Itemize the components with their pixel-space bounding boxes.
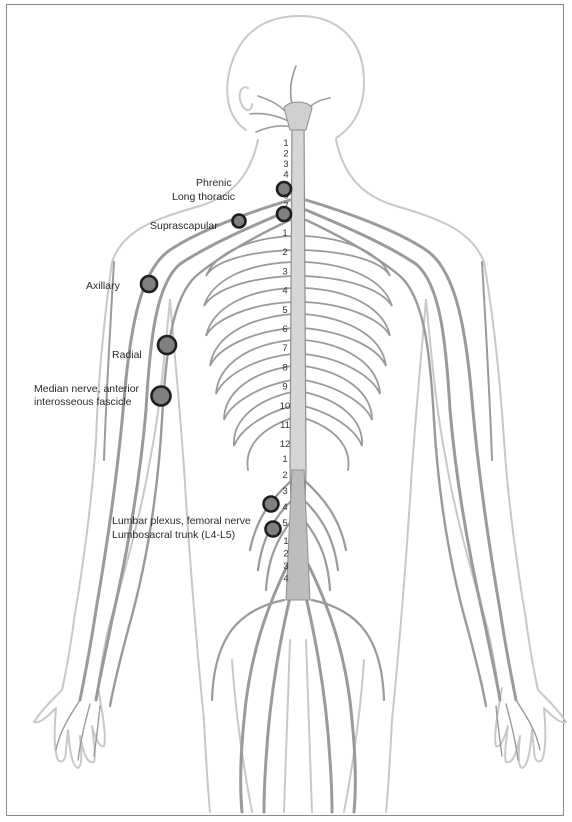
lumbar-plexus-marker xyxy=(264,497,279,512)
segment-sacral-1: 1 xyxy=(283,536,288,547)
segment-thoracic-11: 11 xyxy=(280,420,290,431)
axillary-marker xyxy=(141,276,157,292)
median-marker xyxy=(152,387,171,406)
right-hand-outline xyxy=(495,688,566,768)
segment-thoracic-9: 9 xyxy=(282,382,287,393)
right-arm-outer xyxy=(484,262,538,690)
segment-numbers: 12345678123456789101112123451234 xyxy=(280,138,291,585)
label-radial: Radial xyxy=(112,349,142,361)
label-lumbar-plexus: Lumbar plexus, femoral nerve xyxy=(112,515,251,527)
left-arm-outer xyxy=(62,262,112,690)
segment-sacral-3: 3 xyxy=(283,561,288,572)
label-axillary: Axillary xyxy=(86,280,121,292)
hand-nerves xyxy=(56,700,540,760)
inner-leg-outline xyxy=(284,640,312,812)
phrenic-marker xyxy=(277,182,291,196)
segment-thoracic-4: 4 xyxy=(282,286,287,297)
left-arm-nerves xyxy=(80,200,290,706)
right-shoulder-outline xyxy=(336,140,484,262)
cauda-equina xyxy=(286,470,310,600)
suprascapular-marker xyxy=(233,215,246,228)
right-torso-outline xyxy=(386,300,426,812)
segment-sacral-2: 2 xyxy=(283,549,288,560)
segment-cervical-3: 3 xyxy=(283,159,288,170)
segment-lumbar-1: 1 xyxy=(282,454,287,465)
label-long-thoracic: Long thoracic xyxy=(172,191,235,203)
segment-thoracic-3: 3 xyxy=(282,266,287,277)
segment-thoracic-7: 7 xyxy=(282,343,287,354)
segment-cervical-1: 1 xyxy=(283,138,288,149)
segment-thoracic-6: 6 xyxy=(282,324,287,335)
radial-marker xyxy=(158,336,176,354)
segment-lumbar-5: 5 xyxy=(282,518,287,529)
label-suprascapular: Suprascapular xyxy=(150,220,218,232)
segment-lumbar-3: 3 xyxy=(282,486,287,497)
label-median-line2: interosseous fascicle xyxy=(34,396,132,408)
lumbosacral-marker xyxy=(266,522,281,537)
label-phrenic: Phrenic xyxy=(196,177,232,189)
right-arm-nerves xyxy=(306,200,516,706)
segment-thoracic-2: 2 xyxy=(282,247,287,258)
segment-thoracic-5: 5 xyxy=(282,305,287,316)
segment-thoracic-8: 8 xyxy=(282,362,287,373)
segment-thoracic-10: 10 xyxy=(280,401,291,412)
segment-cervical-2: 2 xyxy=(283,149,288,160)
nerve-labels: Phrenic Long thoracic Suprascapular Axil… xyxy=(34,177,251,541)
segment-thoracic-1: 1 xyxy=(282,228,287,239)
long-thoracic-marker xyxy=(277,207,291,221)
left-torso-outline xyxy=(170,300,210,812)
label-median-line1: Median nerve, anterior xyxy=(34,383,140,395)
segment-thoracic-12: 12 xyxy=(280,439,291,450)
segment-sacral-4: 4 xyxy=(283,574,288,585)
segment-lumbar-4: 4 xyxy=(282,502,287,513)
label-lumbosacral: Lumbosacral trunk (L4-L5) xyxy=(112,529,235,541)
ear-outline xyxy=(240,87,252,110)
segment-lumbar-2: 2 xyxy=(282,470,287,481)
segment-cervical-4: 4 xyxy=(283,170,288,181)
